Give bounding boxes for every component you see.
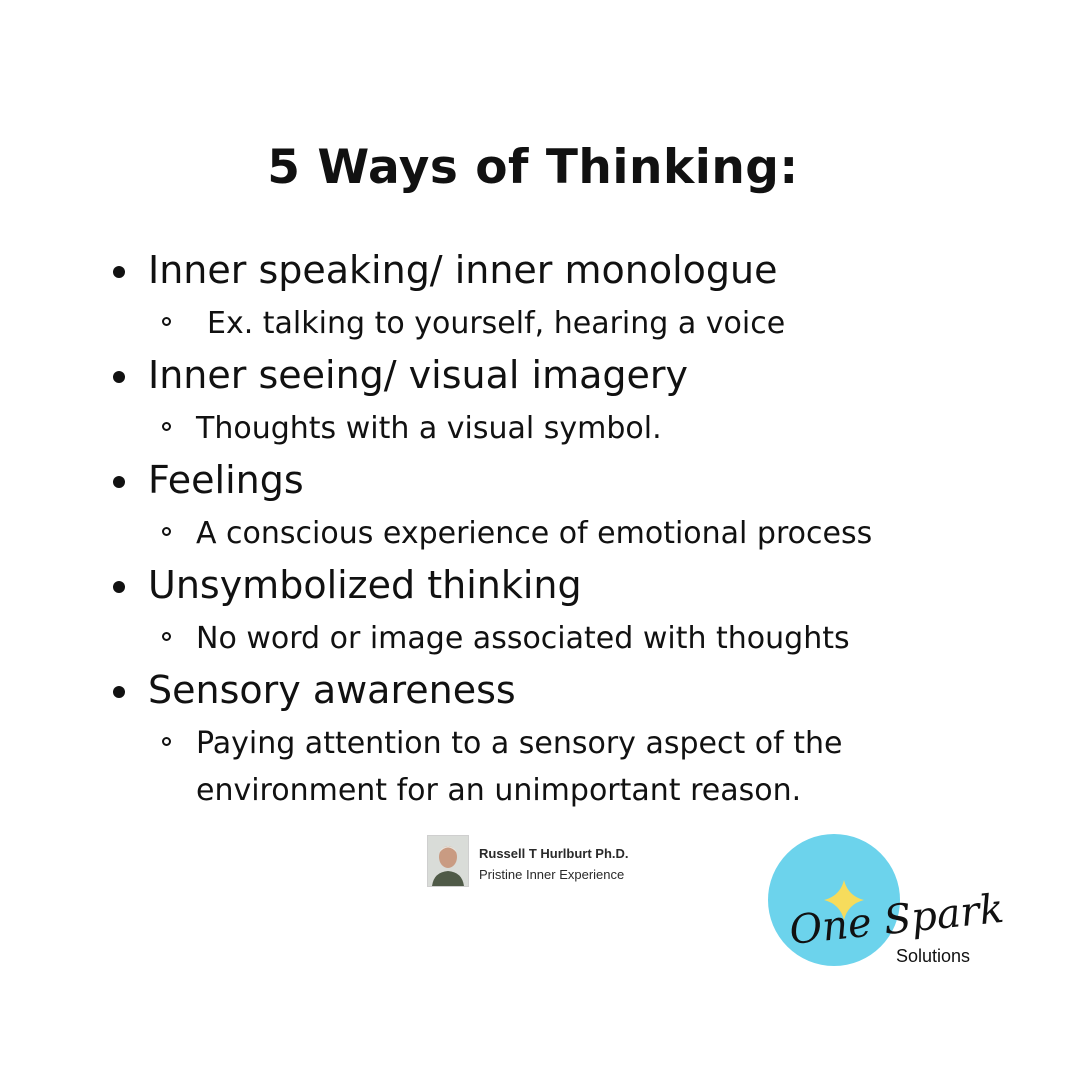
sub-list-item-text: A conscious experience of emotional proc… [196,516,873,551]
bullet-icon [113,266,125,278]
bullet-icon [113,686,125,698]
list-item-label: Inner speaking/ inner monologue [148,248,778,292]
sub-bullet-icon [162,422,171,431]
sub-list-item-text: No word or image associated with thought… [196,621,850,656]
brand-logo: One Spark Solutions [762,828,1006,978]
sub-list-item: Thoughts with a visual symbol. [162,406,662,452]
sub-bullet-icon [162,527,171,536]
sub-list-item: Ex. talking to yourself, hearing a voice [162,301,786,347]
list-item-label: Inner seeing/ visual imagery [148,353,688,397]
bullet-icon [113,371,125,383]
author-organization: Pristine Inner Experience [479,867,625,882]
list-item-label: Unsymbolized thinking [148,563,582,607]
list-item: Feelings [113,455,304,505]
list-item: Sensory awareness [113,665,516,715]
sub-bullet-icon [162,632,171,641]
list-item-label: Sensory awareness [148,668,516,712]
sub-bullet-icon [162,317,171,326]
sub-list-item-text: Paying attention to a sensory aspect of … [196,726,843,761]
list-item: Inner seeing/ visual imagery [113,350,688,400]
list-item: Inner speaking/ inner monologue [113,245,778,295]
bullet-icon [113,476,125,488]
page-title: 5 Ways of Thinking: [267,140,799,195]
list-item: Unsymbolized thinking [113,560,582,610]
sub-list-item-continuation: environment for an unimportant reason. [196,768,801,814]
sub-list-item: Paying attention to a sensory aspect of … [162,721,843,767]
author-name: Russell T Hurlburt Ph.D. [479,846,629,861]
sub-list-item: A conscious experience of emotional proc… [162,511,873,557]
sub-list-item-text: environment for an unimportant reason. [196,773,802,808]
author-photo [427,835,469,887]
sub-list-item-text: Thoughts with a visual symbol. [196,411,662,446]
sub-bullet-icon [162,737,171,746]
sub-list-item-text: Ex. talking to yourself, hearing a voice [207,306,786,341]
sub-list-item: No word or image associated with thought… [162,616,850,662]
list-item-label: Feelings [148,458,304,502]
star-icon [824,880,864,920]
logo-subtitle: Solutions [896,946,971,966]
bullet-icon [113,581,125,593]
